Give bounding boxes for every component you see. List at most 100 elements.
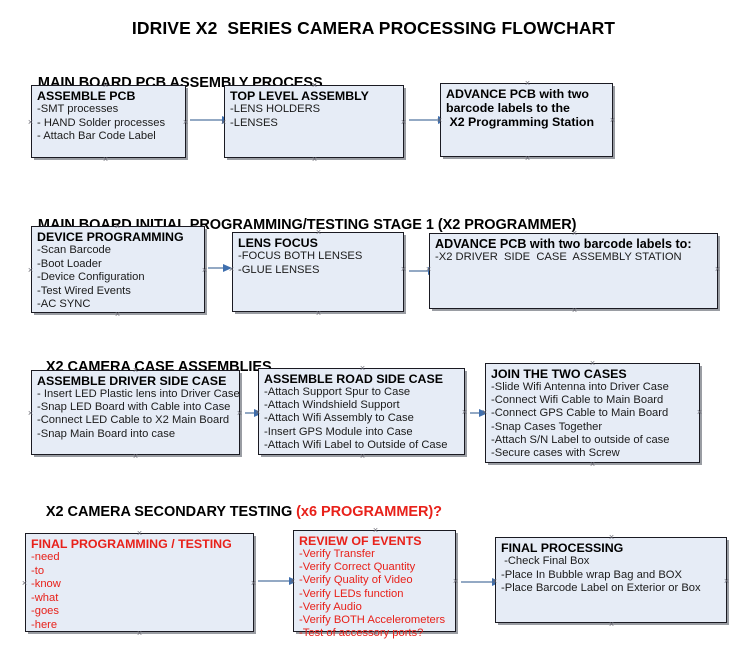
connector-handle-right[interactable] [609, 117, 616, 124]
connector-handle-right[interactable] [201, 267, 208, 274]
connector-handle-bottom[interactable] [524, 155, 531, 162]
node-title: TOP LEVEL ASSEMBLY [230, 89, 369, 103]
node-top-level-assembly[interactable]: TOP LEVEL ASSEMBLY -LENS HOLDERS -LENSES [224, 85, 404, 158]
connector-handle-right[interactable] [250, 580, 257, 587]
connector-handle-left[interactable] [27, 119, 34, 126]
node-title: ASSEMBLE PCB [37, 89, 136, 103]
connector-handle-bottom[interactable] [359, 453, 366, 460]
node-device-programming[interactable]: DEVICE PROGRAMMING -Scan Barcode -Boot L… [31, 226, 205, 313]
arrow-device-programming-to-lens-focus [208, 263, 232, 272]
node-line: -Snap Main Board into case [37, 427, 176, 440]
section-heading-x2-camera-secondary-testing: X2 CAMERA SECONDARY TESTING (x6 PROGRAMM… [30, 488, 442, 536]
node-line: - Attach Bar Code Label [37, 130, 156, 143]
connector-handle-right[interactable] [723, 578, 730, 585]
node-line: -Boot Loader [37, 257, 102, 270]
node-line: -Connect Wifi Cable to Main Board [491, 394, 664, 407]
node-line: -Attach Windshield Support [264, 399, 400, 412]
connector-handle-left[interactable] [220, 119, 227, 126]
connector-handle-left[interactable] [27, 267, 34, 274]
connector-handle-left[interactable] [481, 409, 488, 416]
connector-handle-left[interactable] [491, 578, 498, 585]
connector-handle-left[interactable] [27, 410, 34, 417]
page-title: IDRIVE X2 SERIES CAMERA PROCESSING FLOWC… [131, 18, 616, 38]
node-line: -Verify BOTH Accelerometers [299, 614, 446, 627]
connector-handle-right[interactable] [236, 410, 243, 417]
connector-handle-left[interactable] [436, 117, 443, 124]
section-heading-text: X2 CAMERA SECONDARY TESTING [45, 504, 297, 520]
node-assemble-pcb[interactable]: ASSEMBLE PCB -SMT processes - HAND Solde… [31, 85, 186, 158]
connector-handle-top[interactable] [315, 229, 322, 236]
connector-handle-top[interactable] [571, 230, 578, 237]
node-line: - Insert LED Plastic lens into Driver Ca… [37, 388, 240, 400]
node-title: DEVICE PROGRAMMING [37, 230, 184, 244]
node-advance-pcb-to-programming-station[interactable]: ADVANCE PCB with two barcode labels to t… [440, 83, 613, 157]
node-line: -goes [31, 605, 59, 618]
connector-handle-left[interactable] [425, 266, 432, 273]
connector-handle-right[interactable] [714, 266, 721, 273]
node-assemble-driver-side-case[interactable]: ASSEMBLE DRIVER SIDE CASE - Insert LED P… [31, 370, 240, 455]
node-title: ADVANCE PCB with two [446, 87, 589, 101]
node-lens-focus[interactable]: LENS FOCUS -FOCUS BOTH LENSES -GLUE LENS… [232, 232, 404, 312]
connector-handle-bottom[interactable] [114, 311, 121, 318]
connector-handle-right[interactable] [400, 266, 407, 273]
connector-handle-top[interactable] [132, 367, 139, 374]
node-final-programming-testing[interactable]: FINAL PROGRAMMING / TESTING -need -to -k… [25, 533, 254, 632]
connector-handle-bottom[interactable] [608, 621, 615, 628]
connector-handle-left[interactable] [289, 578, 296, 585]
connector-handle-right[interactable] [461, 409, 468, 416]
connector-handle-bottom[interactable] [102, 156, 109, 163]
node-review-of-events[interactable]: REVIEW OF EVENTS -Verify Transfer -Verif… [293, 527, 459, 639]
connector-handle-top[interactable] [311, 82, 318, 89]
connector-handle-bottom[interactable] [571, 307, 578, 314]
connector-handle-bottom[interactable] [132, 453, 139, 460]
node-line: -Verify Quality of Video [299, 574, 413, 587]
connector-handle-right[interactable] [452, 578, 459, 585]
node-line: -AC SYNC [37, 298, 91, 311]
node-assemble-road-side-case[interactable]: ASSEMBLE ROAD SIDE CASE -Attach Support … [258, 368, 465, 455]
connector-handle-bottom[interactable] [311, 156, 318, 163]
connector-handle-top[interactable] [359, 365, 366, 372]
node-join-the-two-cases[interactable]: JOIN THE TWO CASES -Slide Wifi Antenna i… [485, 363, 700, 463]
connector-handle-right[interactable] [400, 119, 407, 126]
node-line: -Check Final Box [501, 555, 590, 567]
connector-handle-right[interactable] [182, 119, 189, 126]
connector-handle-bottom[interactable] [372, 630, 379, 637]
connector-handle-top[interactable] [608, 534, 615, 541]
node-line: -Attach Wifi Assembly to Case [264, 412, 414, 425]
node-line: -Verify Correct Quantity [299, 561, 416, 574]
node-line: -LENS HOLDERS [230, 103, 321, 115]
connector-handle-right[interactable] [696, 409, 703, 416]
node-title: ASSEMBLE ROAD SIDE CASE [264, 372, 443, 386]
node-line: -FOCUS BOTH LENSES [238, 250, 363, 262]
connector-handle-bottom[interactable] [589, 461, 596, 468]
node-title: LENS FOCUS [238, 236, 318, 250]
connector-handle-bottom[interactable] [315, 310, 322, 317]
node-line: - HAND Solder processes [37, 116, 166, 129]
connector-handle-top[interactable] [102, 82, 109, 89]
node-line: -Place In Bubble wrap Bag and BOX [501, 568, 682, 581]
connector-handle-top[interactable] [114, 223, 121, 230]
node-line: -SMT processes [37, 103, 119, 115]
connector-handle-top[interactable] [372, 527, 379, 534]
connector-handle-bottom[interactable] [136, 630, 143, 637]
arrow-top-level-assembly-to-advance-pcb [409, 115, 447, 124]
connector-handle-top[interactable] [524, 80, 531, 87]
node-line: -Attach Support Spur to Case [264, 386, 411, 398]
node-line: -Secure cases with Screw [491, 447, 620, 460]
connector-handle-left[interactable] [21, 580, 28, 587]
node-line: -LENSES [230, 116, 278, 129]
connector-handle-top[interactable] [589, 360, 596, 367]
node-line: -need [31, 551, 60, 563]
node-line: -Insert GPS Module into Case [264, 425, 413, 438]
node-title-line2: barcode labels to the [446, 101, 570, 115]
node-final-processing[interactable]: FINAL PROCESSING -Check Final Box -Place… [495, 537, 727, 623]
arrow-road-side-case-to-join-cases [470, 408, 488, 417]
connector-handle-left[interactable] [254, 409, 261, 416]
connector-handle-left[interactable] [228, 266, 235, 273]
node-title: FINAL PROGRAMMING / TESTING [31, 537, 232, 551]
connector-handle-top[interactable] [136, 530, 143, 537]
arrow-assemble-pcb-to-top-level-assembly [190, 115, 231, 124]
node-line: -Connect GPS Cable to Main Board [491, 407, 669, 420]
node-advance-pcb-to-driver-side-case[interactable]: ADVANCE PCB with two barcode labels to: … [429, 233, 718, 309]
